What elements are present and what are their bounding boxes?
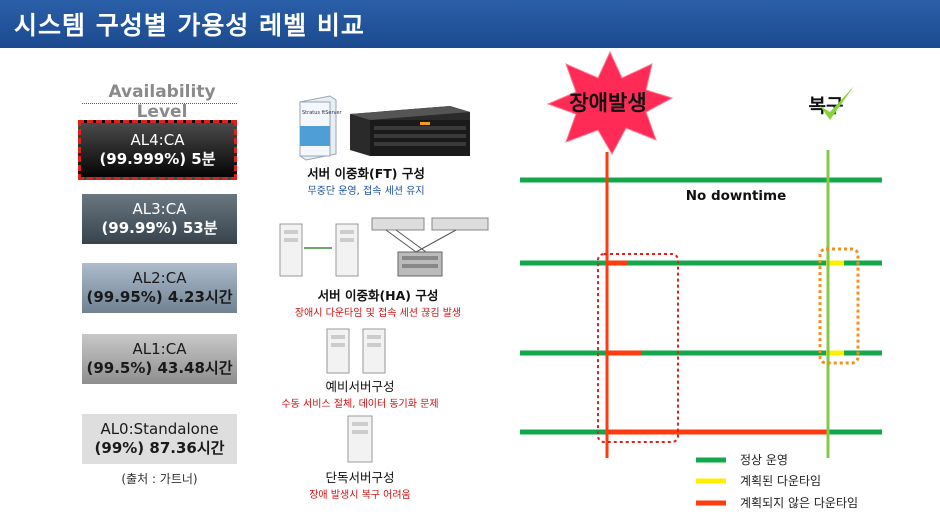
rack-server-icon	[350, 106, 470, 156]
level-al4: AL4:CA (99.999%) 5분	[78, 120, 237, 180]
level-value: (99.5%) 43.48시간	[86, 359, 233, 377]
config-ft: 서버 이중화(FT) 구성 무중단 운영, 접속 세션 유지	[256, 163, 476, 197]
level-value: (99.95%) 4.23시간	[86, 288, 233, 306]
no-downtime-label: No downtime	[686, 188, 787, 204]
config-ha: 서버 이중화(HA) 구성 장애시 다운타임 및 접속 세션 끊김 발생	[268, 285, 488, 319]
page-title: 시스템 구성별 가용성 레벨 비교	[14, 11, 365, 40]
link-line	[395, 229, 427, 253]
legend-normal-label: 정상 운영	[740, 453, 788, 467]
tower-server-icon	[347, 415, 373, 463]
level-name: AL0:Standalone	[100, 420, 219, 438]
software-box-icon: Stratus ftServer	[299, 95, 343, 161]
link-line	[415, 229, 457, 253]
source-note: (출처 : 가트너)	[121, 472, 198, 486]
legend-planned-label: 계획된 다운타임	[740, 474, 821, 488]
config-subtitle: 수동 서비스 절체, 데이터 동기화 문제	[281, 399, 439, 410]
level-value: (99.99%) 53분	[101, 219, 218, 237]
ft-server-illustration: Stratus ftServer	[299, 95, 470, 161]
level-name: AL2:CA	[132, 269, 187, 287]
product-label: Stratus ftServer	[302, 110, 343, 116]
availability-heading: Availability Level	[108, 82, 216, 122]
level-name: AL4:CA	[130, 131, 185, 149]
ha-server-illustration	[279, 217, 489, 277]
unplanned-highlight-box	[597, 253, 679, 443]
config-title: 서버 이중화(FT) 구성	[307, 166, 425, 181]
level-al0: AL0:Standalone (99%) 87.36시간	[82, 414, 237, 464]
failure-label: 장애발생	[569, 91, 646, 115]
level-al3: AL3:CA (99.99%) 53분	[82, 194, 237, 244]
level-name: AL3:CA	[132, 200, 187, 218]
level-al2: AL2:CA (99.95%) 4.23시간	[82, 263, 237, 313]
tower-server-icon	[362, 328, 386, 374]
level-value: (99.999%) 5분	[99, 150, 216, 168]
config-subtitle: 장애시 다운타임 및 접속 세션 끊김 발생	[294, 308, 462, 319]
tower-server-icon	[279, 223, 303, 277]
failure-starburst-icon	[546, 50, 674, 156]
level-al1: AL1:CA (99.5%) 43.48시간	[82, 334, 237, 384]
storage-array-icon	[397, 251, 443, 277]
standby-server-illustration	[326, 328, 386, 374]
config-subtitle: 무중단 운영, 접속 세션 유지	[307, 186, 425, 197]
check-icon	[820, 86, 854, 120]
legend-unplanned-label: 계획되지 않은 다운타임	[740, 496, 858, 510]
level-name: AL1:CA	[132, 340, 187, 358]
level-value: (99%) 87.36시간	[94, 439, 225, 457]
title-bar	[0, 0, 940, 48]
config-standby: 예비서버구성 수동 서비스 절체, 데이터 동기화 문제	[250, 376, 470, 410]
tower-server-icon	[335, 223, 359, 277]
config-standalone: 단독서버구성 장애 발생시 복구 어려움	[250, 467, 470, 501]
config-title: 서버 이중화(HA) 구성	[317, 288, 439, 303]
availability-underline	[82, 103, 237, 104]
link-line	[385, 229, 417, 253]
availability-timeline: 장애발생 복구 No downtime 정상 운영 계획된 다운타임 계획되지 …	[520, 50, 882, 510]
config-title: 예비서버구성	[325, 379, 395, 394]
config-title: 단독서버구성	[325, 470, 395, 485]
config-subtitle: 장애 발생시 복구 어려움	[309, 490, 411, 501]
standalone-server-illustration	[347, 415, 373, 463]
tower-server-icon	[326, 328, 350, 374]
planned-highlight-box	[818, 247, 860, 365]
rack-unit-icon	[371, 217, 489, 231]
